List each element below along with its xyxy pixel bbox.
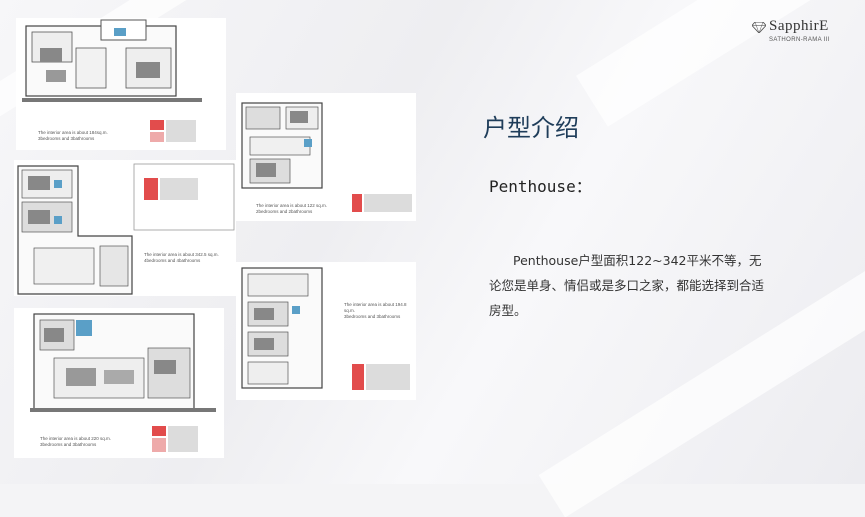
key-plan-5 — [150, 424, 200, 454]
floor-plan-4: The interior area is about 194.8 sq.m. 3… — [236, 262, 416, 400]
plan-caption: The interior area is about 220 sq.m. 3be… — [40, 436, 111, 448]
plan-caption: The interior area is about 184sq.m. 3bed… — [38, 130, 108, 142]
floor-plan-5: The interior area is about 220 sq.m. 3be… — [14, 308, 224, 458]
plan-caption: The interior area is about 122 sq.m. 2be… — [256, 203, 327, 215]
plan-area-text: The interior area is about 194.8 sq.m. — [344, 302, 407, 313]
floor-plan-2: The interior area is about 122 sq.m. 2be… — [236, 93, 416, 221]
floor-plan-3: The interior area is about 342.5 sq.m. 4… — [14, 160, 236, 296]
description-text: Penthouse户型面积122~342平米不等，无论您是单身、情侣或是多口之家… — [489, 253, 765, 318]
brand-name: SapphirE — [769, 18, 829, 34]
floor-plan-drawing — [241, 267, 323, 389]
plan-area-text: The interior area is about 342.5 sq.m. — [144, 252, 219, 257]
page-title: 户型介绍 — [483, 114, 579, 142]
plan-area-text: The interior area is about 184sq.m. — [38, 130, 108, 135]
key-plan-1 — [148, 118, 198, 144]
key-plan-3 — [142, 176, 200, 202]
diamond-icon — [752, 22, 766, 33]
key-plan-4 — [350, 362, 412, 392]
plan-caption: The interior area is about 194.8 sq.m. 3… — [344, 302, 416, 320]
plan-rooms-text: 2bedrooms and 2bathrooms — [256, 209, 313, 214]
section-subtitle: Penthouse： — [489, 177, 592, 196]
floor-plan-drawing — [22, 19, 202, 102]
plan-rooms-text: 3bedrooms and 3bathrooms — [344, 314, 401, 319]
brand-logo: SapphirE SATHORN-RAMA III — [752, 18, 852, 48]
plan-rooms-text: 3bedrooms and 3bathrooms — [38, 136, 95, 141]
plan-rooms-text: 3bedrooms and 3bathrooms — [40, 442, 97, 447]
plan-rooms-text: 4bedrooms and 4bathrooms — [144, 258, 201, 263]
floor-plan-drawing — [17, 163, 235, 295]
floor-plan-drawing — [241, 102, 323, 189]
floor-plan-drawing — [30, 313, 216, 412]
brand-subtitle: SATHORN-RAMA III — [769, 37, 830, 43]
plan-area-text: The interior area is about 122 sq.m. — [256, 203, 328, 208]
key-plan-2 — [350, 192, 414, 214]
plan-caption: The interior area is about 342.5 sq.m. 4… — [144, 252, 219, 264]
plan-area-text: The interior area is about 220 sq.m. — [40, 436, 112, 441]
